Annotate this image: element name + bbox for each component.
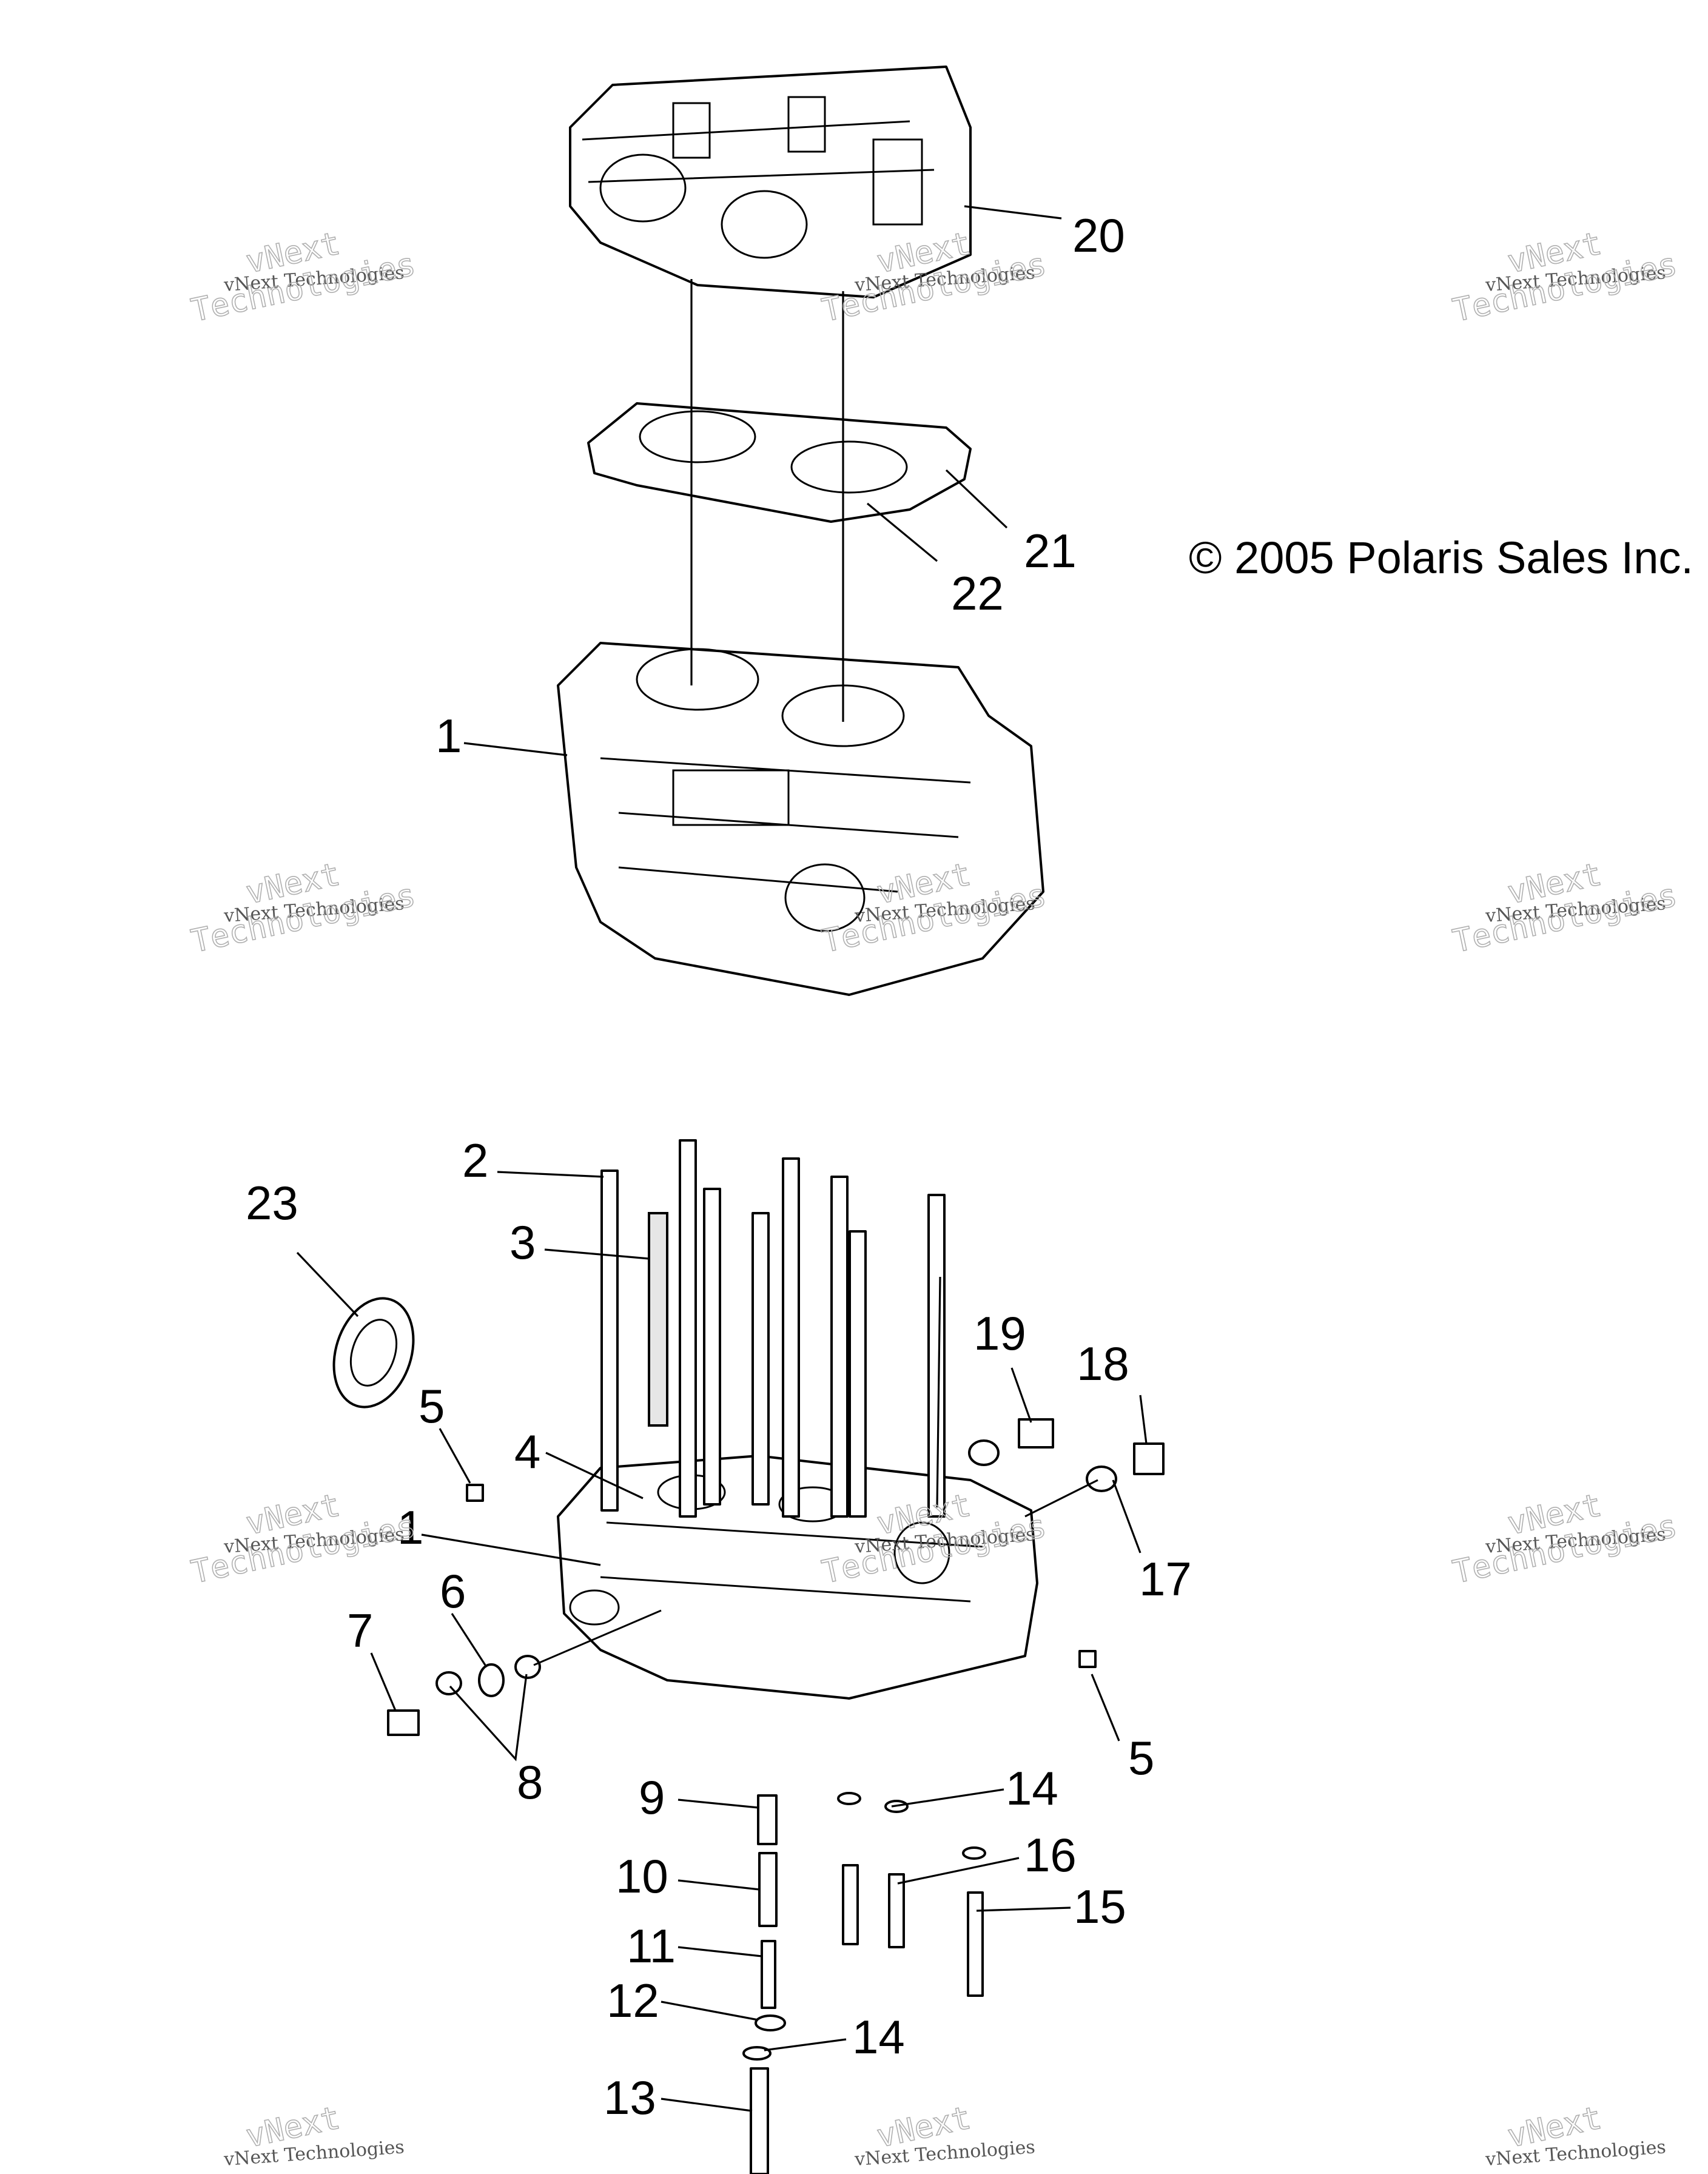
cylinder-block-upper-part xyxy=(557,642,1044,996)
spring-10 xyxy=(758,1852,778,1927)
callout-7: 7 xyxy=(347,1604,373,1657)
pin-9 xyxy=(757,1794,778,1845)
washer-14-lower xyxy=(742,2046,772,2061)
head-gasket-part xyxy=(587,402,972,523)
cylinder-head-part xyxy=(569,66,972,298)
callout-numbers: 20 21 22 1 2 3 23 19 18 5 4 1 17 6 7 5 8… xyxy=(246,209,1192,2124)
washer-8b xyxy=(514,1655,541,1679)
seal-part xyxy=(332,1297,415,1408)
fitting-19 xyxy=(1018,1418,1054,1449)
callout-3: 3 xyxy=(509,1216,536,1269)
watermark: vNext vNext Technologies Technologies xyxy=(187,1487,419,1592)
leader-lines xyxy=(296,205,1148,2112)
callout-17: 17 xyxy=(1139,1552,1192,1606)
callout-1-lower: 1 xyxy=(397,1501,423,1554)
callout-16: 16 xyxy=(1024,1828,1077,1882)
callout-21: 21 xyxy=(1024,524,1077,577)
callout-19: 19 xyxy=(973,1307,1026,1360)
callout-20: 22 xyxy=(951,567,1004,620)
callout-11: 11 xyxy=(627,1919,676,1973)
callout-5-left: 5 xyxy=(419,1379,445,1433)
dowel-pin-part xyxy=(648,1212,668,1427)
shaft-13 xyxy=(750,2067,769,2174)
callout-5-right: 5 xyxy=(1128,1731,1154,1785)
callout-14-lower: 14 xyxy=(852,2010,905,2064)
washer-14a xyxy=(837,1792,861,1805)
oring-17 xyxy=(968,1439,1000,1466)
callout-6: 6 xyxy=(440,1564,466,1618)
copyright-notice: © 2005 Polaris Sales Inc. xyxy=(1189,533,1693,583)
callout-2: 2 xyxy=(462,1134,488,1187)
callout-13: 13 xyxy=(604,2071,656,2124)
callout-18: 18 xyxy=(1077,1337,1129,1390)
watermark: vNext vNext Technologies xyxy=(1484,2099,1667,2170)
watermark: vNext vNext Technologies Technologies xyxy=(1449,856,1681,961)
watermark: vNext vNext Technologies xyxy=(223,2099,405,2170)
watermark: vNext vNext Technologies Technologies xyxy=(187,856,419,961)
callout-10: 10 xyxy=(616,1849,668,1903)
bolt-16a xyxy=(842,1864,859,1945)
cylinder-studs xyxy=(600,1139,946,1518)
watermark: vNext vNext Technologies Technologies xyxy=(187,225,419,330)
nut-5-right xyxy=(1078,1650,1097,1668)
watermark: vNext vNext Technologies xyxy=(853,2099,1036,2170)
watermark: vNext vNext Technologies Technologies xyxy=(1449,1487,1681,1592)
washer-16 xyxy=(962,1846,986,1860)
plug-7 xyxy=(387,1709,420,1736)
bolt-11 xyxy=(761,1940,776,2009)
nut-5-left xyxy=(466,1484,484,1502)
crankcase-part xyxy=(557,1455,1038,1700)
callout-4: 4 xyxy=(514,1425,540,1478)
oil-line-8 xyxy=(533,1609,662,1666)
callout-9: 9 xyxy=(639,1771,665,1824)
bolt-16b xyxy=(888,1873,905,1948)
fitting-6 xyxy=(478,1663,505,1697)
bolt-15 xyxy=(967,1891,984,1997)
callout-1-upper: 1 xyxy=(435,709,462,762)
watermark: vNext vNext Technologies Technologies xyxy=(1449,225,1681,330)
callout-15: 15 xyxy=(1074,1880,1126,1933)
callout-8: 8 xyxy=(517,1755,543,1809)
washer-12 xyxy=(755,2014,786,2031)
plug-18 xyxy=(1133,1442,1165,1475)
callout-14-upper: 14 xyxy=(1006,1762,1058,1815)
callout-22: 20 xyxy=(1072,209,1125,262)
washer-8a xyxy=(435,1671,462,1695)
callout-23: 23 xyxy=(246,1176,298,1230)
oring-17b xyxy=(1086,1466,1117,1492)
callout-12: 12 xyxy=(607,1974,659,2027)
